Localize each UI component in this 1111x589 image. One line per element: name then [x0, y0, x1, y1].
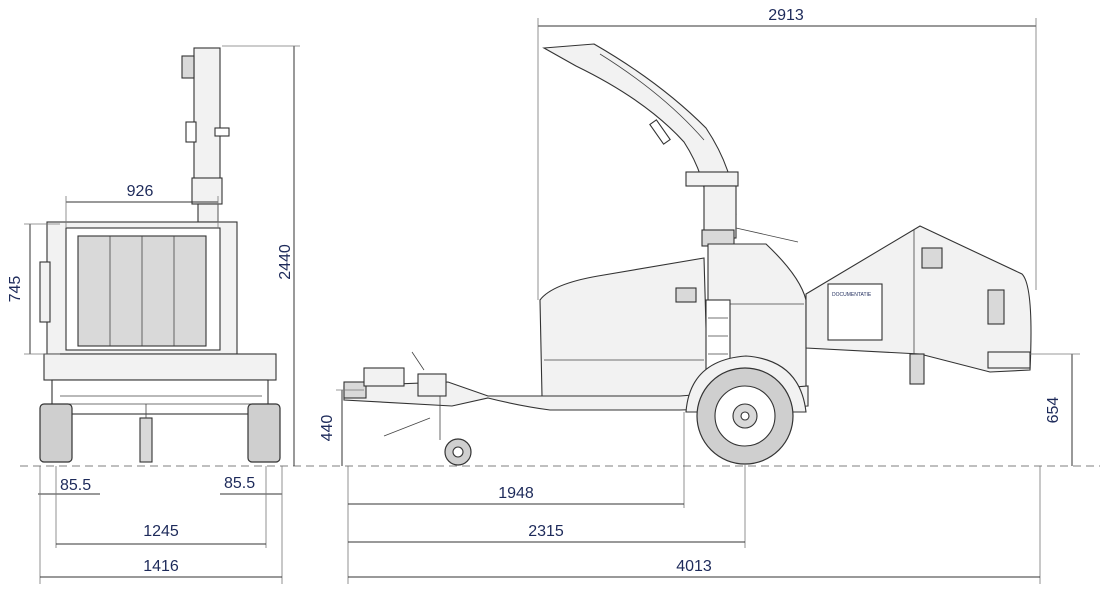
side-view: DOCUMENTATIE: [343, 43, 1032, 466]
dim-654: 654: [1045, 397, 1062, 424]
dim-2913: 2913: [768, 7, 804, 24]
dim-1948: 1948: [498, 485, 534, 502]
front-frame: [43, 353, 277, 381]
jockey-wheel-front: [139, 417, 153, 463]
front-wheel-right: [247, 403, 281, 463]
front-dimensions: 926 745 2440 85.5 85.5 1245 1416: [7, 45, 300, 584]
dim-1245: 1245: [143, 523, 179, 540]
dim-2440: 2440: [277, 244, 294, 280]
documentation-box: [827, 283, 883, 341]
dim-2315: 2315: [528, 523, 564, 540]
engine-hood: [539, 257, 709, 397]
side-dimensions: 2913 440 654 1948 2315 4013: [319, 7, 1080, 584]
dim-1416: 1416: [143, 558, 179, 575]
front-view: [39, 47, 281, 463]
dim-440: 440: [319, 415, 336, 442]
dim-926: 926: [127, 183, 154, 200]
dim-85-5-left: 85.5: [60, 477, 91, 494]
front-chute: [193, 47, 221, 181]
dim-4013: 4013: [676, 558, 712, 575]
decal-text: DOCUMENTATIE: [832, 292, 872, 298]
dim-85-5-right: 85.5: [224, 475, 255, 492]
dim-745: 745: [7, 276, 24, 303]
front-wheel-left: [39, 403, 73, 463]
